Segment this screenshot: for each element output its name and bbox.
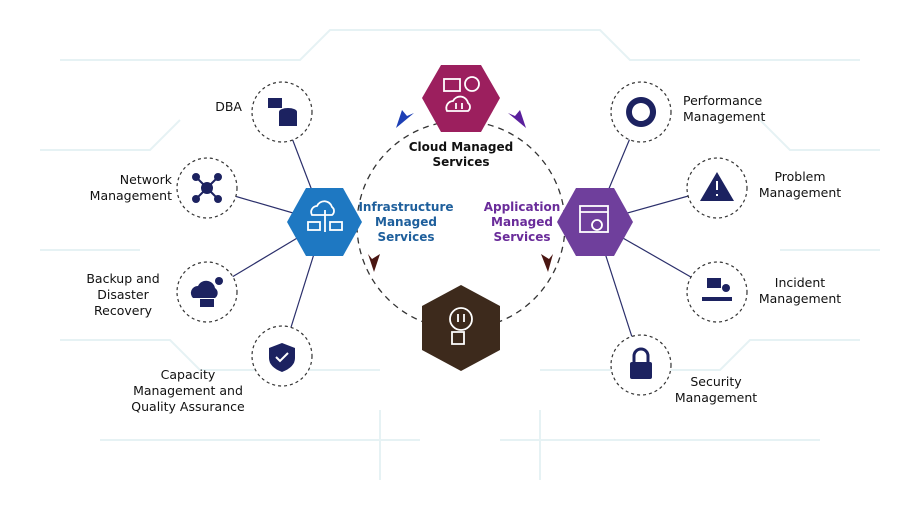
label-line: Performance: [683, 93, 763, 108]
label-line: Services: [432, 155, 490, 169]
label-line: Management and: [133, 383, 243, 398]
label-line: Managed: [375, 215, 437, 229]
application-hexagon: [557, 188, 633, 256]
label-line: Problem: [774, 169, 826, 184]
label-line: DBA: [215, 99, 242, 114]
database-icon: [268, 98, 297, 126]
application-managed-services-label: Application Managed Services: [472, 200, 572, 245]
service-support-icon: [449, 307, 473, 345]
performance-circle: [610, 81, 672, 143]
cloud-hexagon: [422, 65, 500, 132]
support-hexagon: [422, 285, 500, 371]
infrastructure-managed-services-label: Infrastructure Managed Services: [356, 200, 456, 245]
incident-circle: [686, 261, 748, 323]
arrow-icon: [508, 110, 526, 128]
arrow-icon: [396, 110, 414, 128]
settings-window-icon: [579, 205, 609, 233]
cycle-arrows: [368, 110, 553, 272]
label-line: Services: [377, 230, 435, 244]
label-line: Network: [119, 172, 172, 187]
label-line: Security: [690, 374, 742, 389]
label-line: Application: [483, 200, 561, 214]
shield-check-icon: [269, 343, 295, 372]
cloud-server-icon: [443, 76, 480, 112]
label-line: Management: [758, 185, 842, 200]
support-desk-icon: [702, 278, 732, 301]
cloud-managed-services-label: Cloud Managed Services: [401, 140, 521, 170]
label-line: Management: [674, 390, 758, 405]
label-line: Backup and: [86, 271, 160, 286]
network-icon: [192, 173, 222, 203]
label-line: Managed: [491, 215, 553, 229]
label-line: Quality Assurance: [131, 399, 245, 414]
label-line: Services: [493, 230, 551, 244]
gauge-icon: [626, 97, 657, 127]
label-line: Incident: [774, 275, 826, 290]
cloud-backup-icon: [190, 277, 223, 307]
label-line: Infrastructure: [358, 200, 454, 214]
label-line: Management: [758, 291, 842, 306]
label-line: Management: [683, 109, 766, 124]
lock-icon: [630, 347, 652, 379]
cloud-network-icon: [307, 200, 343, 232]
arrow-icon: [541, 254, 553, 272]
arrow-icon: [368, 254, 380, 272]
label-line: Disaster: [97, 287, 149, 302]
label-line: Capacity: [160, 367, 216, 382]
dba-label: DBA: [215, 99, 242, 115]
label-line: Management: [89, 188, 172, 203]
label-line: Recovery: [94, 303, 152, 318]
label-line: Cloud Managed: [408, 140, 514, 154]
